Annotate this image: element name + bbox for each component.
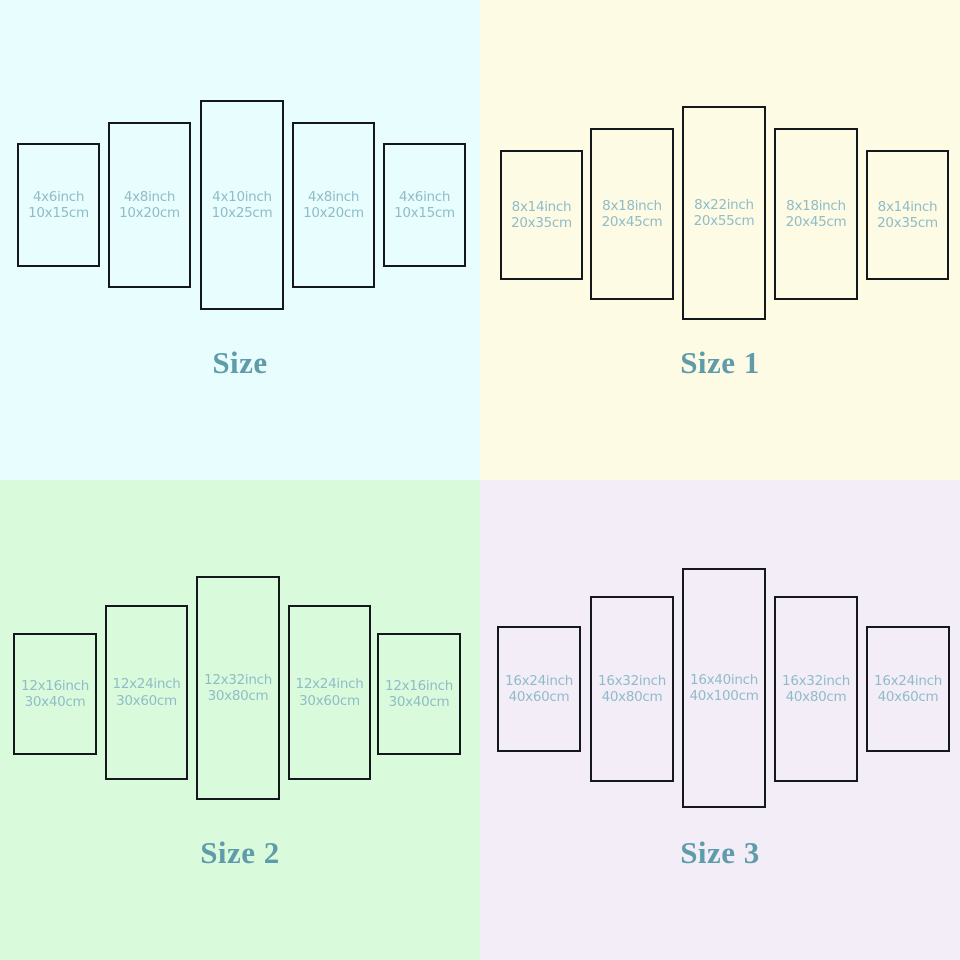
panel-size-cm: 20x45cm — [785, 214, 847, 230]
panel-size-inch: 8x22inch — [694, 196, 754, 213]
quadrant-title: Size 1 — [680, 345, 760, 380]
panel-size-inch: 4x10inch — [212, 188, 272, 205]
panel-size-cm: 40x80cm — [785, 689, 847, 705]
panel-size-inch: 16x32inch — [598, 672, 666, 689]
panel-size-cm: 30x80cm — [207, 688, 269, 704]
panel-size-inch: 8x18inch — [602, 197, 662, 214]
quadrant-title: Size 3 — [680, 835, 760, 870]
panel-size-inch: 4x8inch — [123, 188, 176, 205]
panel-size-cm: 40x80cm — [601, 689, 663, 705]
quadrant-title: Size 2 — [200, 835, 280, 870]
panel-size-cm: 20x45cm — [601, 214, 663, 230]
panel-size-cm: 10x20cm — [119, 205, 180, 221]
panel-size-inch: 16x40inch — [690, 671, 758, 688]
panel-size-inch: 16x32inch — [782, 672, 850, 689]
panel-size-cm: 20x55cm — [693, 213, 755, 229]
panel-size-inch: 8x18inch — [786, 197, 846, 214]
quadrant-title: Size — [212, 345, 268, 380]
panel-size-cm: 40x100cm — [689, 688, 759, 704]
panel-size-cm: 10x25cm — [211, 205, 273, 221]
panel-size-inch: 12x32inch — [204, 671, 272, 688]
